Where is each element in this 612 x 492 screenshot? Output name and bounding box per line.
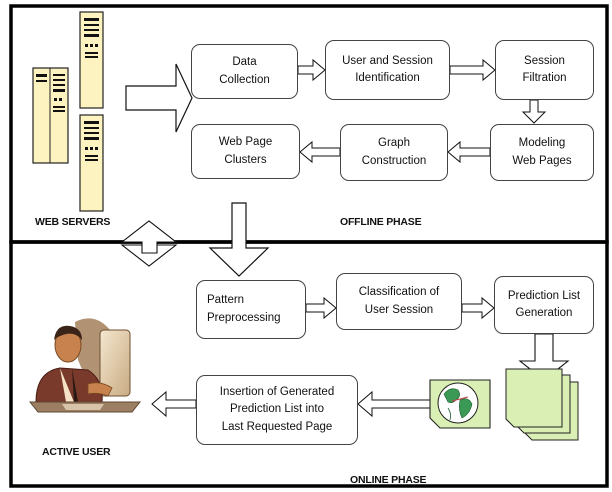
data-collection-box: Data Collection xyxy=(191,44,298,99)
web-server-icon xyxy=(79,114,104,212)
arrow-preprocessing-to-classification xyxy=(305,296,337,320)
web-server-icon xyxy=(79,11,104,109)
web-servers-label: WEB SERVERS xyxy=(35,216,111,228)
online-panel xyxy=(9,240,609,488)
insertion-box: Insertion of Generated Prediction List i… xyxy=(196,375,358,445)
online-phase-label: ONLINE PHASE xyxy=(350,474,427,486)
prediction-documents-icon xyxy=(429,368,579,441)
arrow-collection-to-identification xyxy=(297,58,326,82)
graph-construction-box: Graph Construction xyxy=(340,124,448,181)
active-user-label: ACTIVE USER xyxy=(42,446,111,458)
modeling-web-pages-box: Modeling Web Pages xyxy=(490,124,594,181)
classification-user-session-box: Classification of User Session xyxy=(336,273,462,330)
web-page-clusters-box: Web Page Clusters xyxy=(191,124,300,179)
prediction-list-generation-box: Prediction List Generation xyxy=(494,276,594,334)
user-session-identification-box: User and Session Identification xyxy=(325,40,450,100)
arrow-modeling-to-graph xyxy=(447,140,491,164)
session-filtration-box: Session Filtration xyxy=(495,40,594,100)
pattern-preprocessing-box: Pattern Preprocessing xyxy=(196,280,306,339)
arrow-identification-to-filtration xyxy=(449,58,496,82)
servers-to-collection-arrow xyxy=(125,63,193,133)
web-server-icon xyxy=(32,67,69,164)
arrow-insertion-to-user xyxy=(151,390,197,418)
active-user-icon xyxy=(28,318,142,413)
double-arrow-servers-user-up xyxy=(120,220,178,254)
arrow-documents-to-insertion xyxy=(357,390,433,418)
arrow-clusters-to-preprocessing xyxy=(208,202,270,277)
arrow-classification-to-prediction xyxy=(461,296,495,320)
arrow-filtration-to-modeling xyxy=(521,99,547,124)
offline-phase-label: OFFLINE PHASE xyxy=(340,216,422,228)
arrow-graph-to-clusters xyxy=(299,140,341,164)
